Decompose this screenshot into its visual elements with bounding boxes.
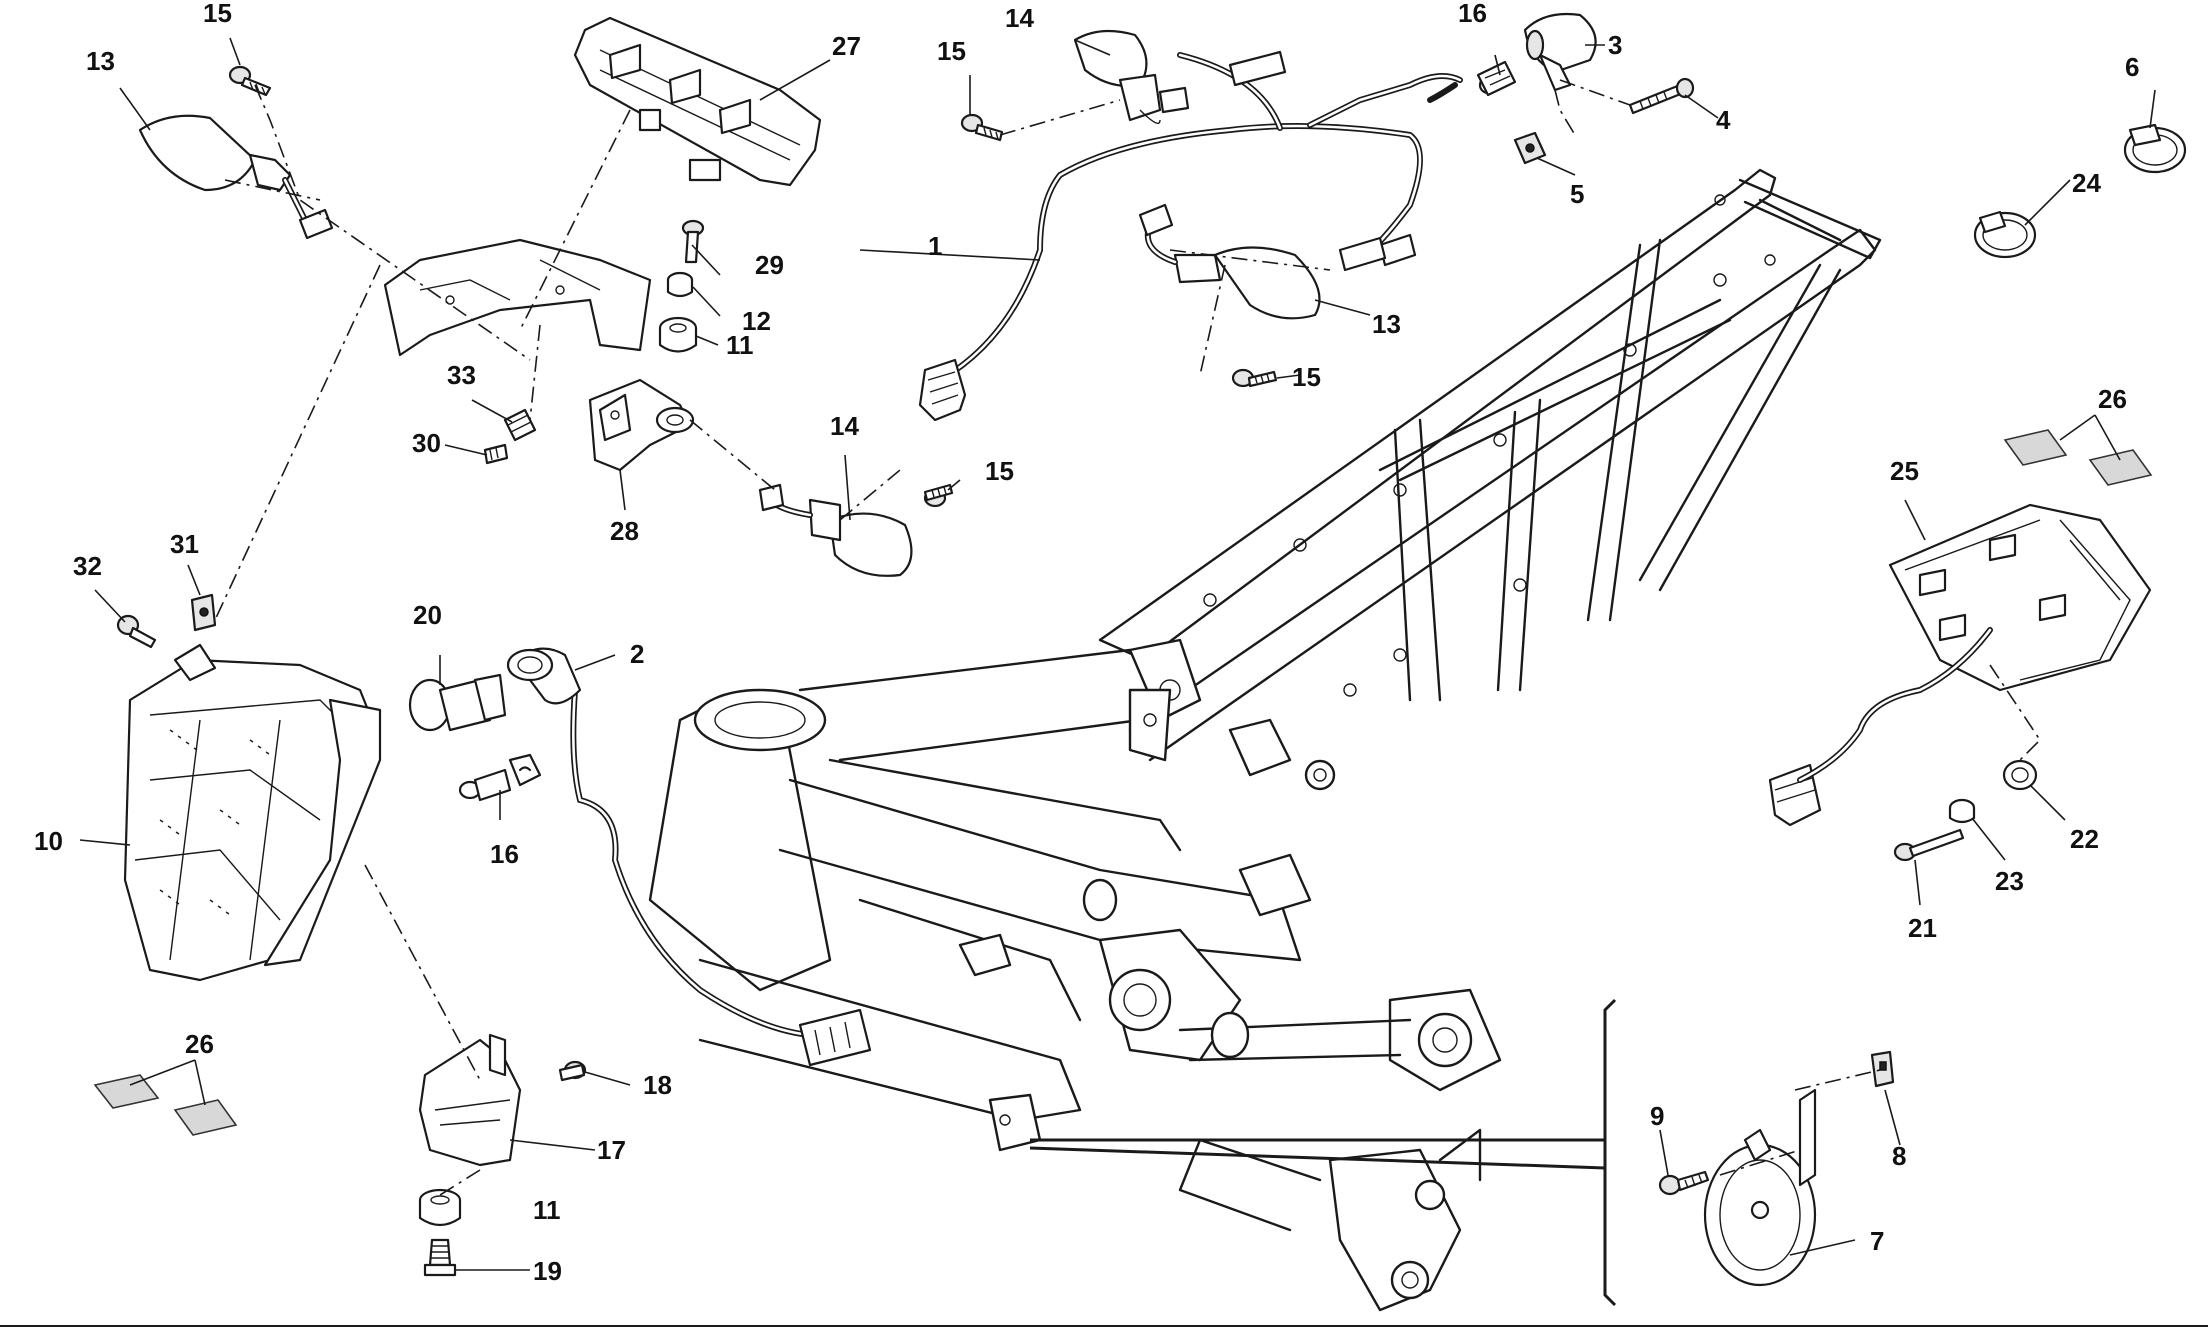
callout-28: 28	[610, 516, 639, 546]
callout-14b: 14	[830, 411, 859, 441]
headlight-bracket	[383, 238, 695, 472]
tail-light	[1797, 503, 2152, 783]
callout-29: 29	[755, 250, 784, 280]
grommet-33	[503, 408, 537, 442]
callout-15c: 15	[1292, 362, 1321, 392]
callout-20: 20	[413, 600, 442, 630]
turn-signal-rear-left	[1073, 29, 1190, 124]
screw-15b	[960, 113, 1004, 142]
callout-22: 22	[2070, 824, 2099, 854]
callout-6: 6	[2125, 52, 2139, 82]
horn-bolt	[1658, 1170, 1710, 1196]
bolt-30	[483, 443, 509, 465]
hose-clamp-6	[2123, 123, 2187, 174]
callout-13b: 13	[1372, 309, 1401, 339]
callout-23: 23	[1995, 866, 2024, 896]
frame	[648, 168, 1882, 1312]
bolt-21	[1893, 828, 1965, 862]
callout-5: 5	[1570, 179, 1584, 209]
callout-26a: 26	[2098, 384, 2127, 414]
callout-3: 3	[1608, 30, 1622, 60]
washer-12	[666, 271, 694, 298]
callout-33: 33	[447, 360, 476, 390]
clip-31	[190, 593, 217, 632]
foam-pad-26-left	[93, 1074, 238, 1136]
callout-4: 4	[1716, 105, 1731, 135]
horn	[1703, 1088, 1817, 1287]
small-bulb-upper	[1476, 60, 1517, 97]
callout-labels: 1 2 3 4 5 6 7 8 9 10 11 11 12 13 13 14 1…	[34, 0, 2139, 1286]
small-bulb-lower	[458, 753, 542, 802]
turn-signal-front-right	[1138, 203, 1321, 320]
screw-29	[681, 219, 705, 264]
lower-bracket	[418, 1033, 522, 1167]
callout-11a: 11	[726, 330, 754, 360]
callout-7: 7	[1870, 1226, 1884, 1256]
callout-2: 2	[630, 639, 644, 669]
turn-signal-rear-right	[758, 483, 913, 577]
callout-25: 25	[1890, 456, 1919, 486]
callout-27: 27	[832, 31, 861, 61]
grommet-22	[2002, 759, 2038, 791]
callout-15b: 15	[937, 36, 966, 66]
callout-14a: 14	[1005, 3, 1034, 33]
grommet-11b	[418, 1188, 462, 1227]
spacer-23	[1948, 798, 1976, 824]
screw-15a	[228, 65, 272, 97]
callout-11b: 11	[533, 1195, 561, 1225]
foam-pad-26-right	[2003, 429, 2153, 486]
turn-signal-front-left	[138, 114, 334, 240]
callout-31: 31	[170, 529, 199, 559]
headlight-bulb	[408, 673, 507, 732]
stud-19	[423, 1238, 457, 1277]
callout-15d: 15	[985, 456, 1014, 486]
callout-15a: 15	[203, 0, 232, 28]
callout-21: 21	[1908, 913, 1937, 943]
instrument-panel	[573, 16, 822, 187]
callout-24: 24	[2072, 168, 2101, 198]
callout-1: 1	[928, 231, 942, 261]
horn-inset	[1029, 998, 1617, 1307]
headlight	[123, 643, 382, 982]
callout-16b: 16	[490, 839, 519, 869]
callout-18: 18	[643, 1070, 672, 1100]
screw-18	[558, 1060, 587, 1082]
callout-8: 8	[1892, 1141, 1906, 1171]
hose-clamp-24	[1973, 210, 2037, 259]
side-marker-3	[1523, 12, 1597, 92]
callout-16a: 16	[1458, 0, 1487, 28]
plug-16-upper	[1427, 82, 1458, 103]
screw-15d	[923, 483, 954, 508]
grommet-11a	[658, 316, 698, 353]
assembly-lines	[214, 79, 2042, 1196]
callout-19: 19	[533, 1256, 562, 1286]
clip-nut-5	[1513, 131, 1547, 165]
bulb-holder-cable	[506, 647, 872, 1067]
callout-17: 17	[597, 1135, 626, 1165]
callout-12: 12	[742, 306, 771, 336]
callout-32: 32	[73, 551, 102, 581]
tail-light-connector	[1768, 763, 1822, 827]
callout-13a: 13	[86, 46, 115, 76]
wiring-harness	[918, 50, 1463, 422]
screw-15c	[1231, 368, 1278, 388]
horn-bracket-clip	[1870, 1050, 1895, 1088]
callout-10: 10	[34, 826, 63, 856]
bolt-4	[1628, 77, 1695, 115]
leader-lines	[79, 37, 2156, 1271]
callout-26b: 26	[185, 1029, 214, 1059]
callout-9: 9	[1650, 1101, 1664, 1131]
callout-30: 30	[412, 428, 441, 458]
